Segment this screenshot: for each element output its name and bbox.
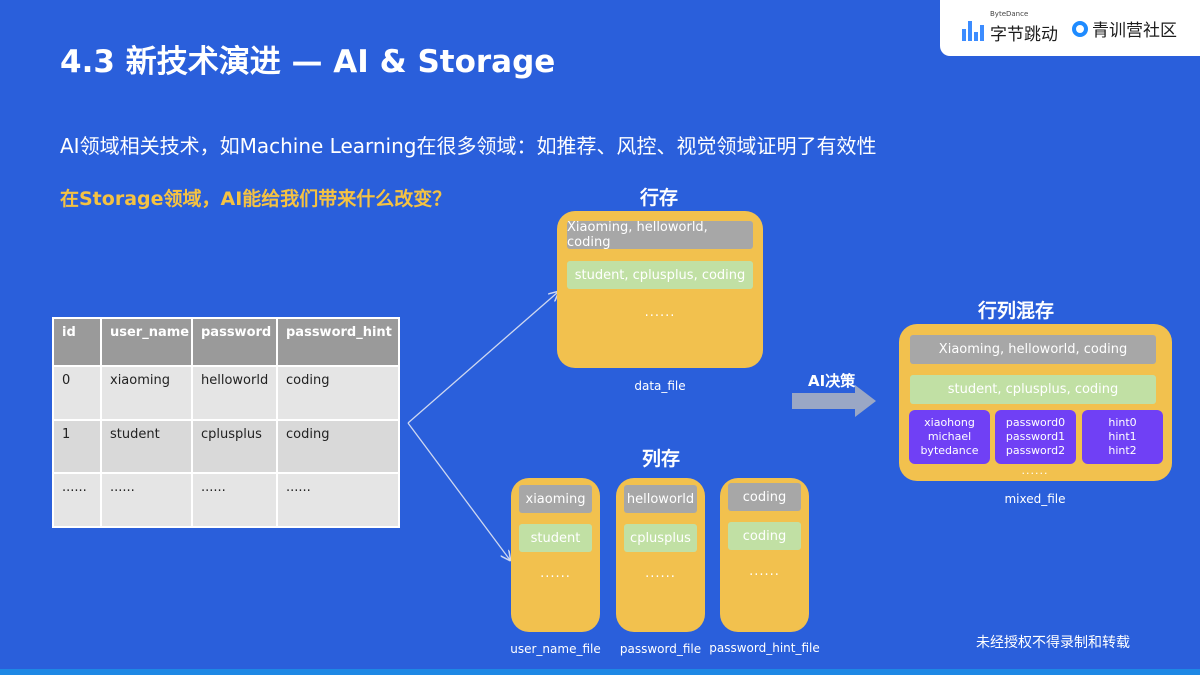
bytedance-logo: ByteDance 字节跳动 [962,10,1058,45]
column-user-name-ellipsis: ...... [540,566,571,581]
column-password-hint-ellipsis: ...... [749,564,780,579]
arrow-to-column-store [407,422,510,560]
row-store-row1: Xiaoming, helloworld, coding [567,220,753,250]
user-name-file-label: user_name_file [510,642,601,656]
video-progress-bar [0,669,1200,675]
table-cell: coding [276,365,400,421]
table-header-cell: password [191,317,278,367]
mixed-store-label: 行列混存 [978,300,1055,322]
mixed-hint-value: hint2 [1108,444,1137,457]
mixed-store-ellipsis: ...... [1021,464,1049,477]
row-store-row2: student, cplusplus, coding [567,261,753,289]
slide-title: 4.3 新技术演进 — AI & Storage [60,44,556,80]
table-cell: ...... [100,472,193,528]
user-table: id user_name password password_hint 0 xi… [52,317,400,528]
bytedance-bars-icon [962,19,984,41]
mixed-password-column: password0 password1 password2 [995,410,1076,464]
community-text: 青训营社区 [1092,21,1177,41]
table-cell: ...... [52,472,102,528]
mixed-store-row2: student, cplusplus, coding [910,375,1156,404]
arrow-to-row-store [407,292,558,424]
ai-decision-arrow-icon [792,385,876,417]
table-cell: student [100,418,193,475]
bytedance-small-text: ByteDance [990,10,1029,18]
table-header-cell: password_hint [276,317,400,367]
password-hint-file-label: password_hint_file [709,641,820,655]
community-logo: 青训营社区 [1072,16,1177,41]
mixed-user-value: bytedance [920,444,979,457]
mixed-user-column: xiaohong michael bytedance [909,410,990,464]
watermark-text: 未经授权不得录制和转载 [976,635,1130,651]
mixed-hint-column: hint0 hint1 hint2 [1082,410,1163,464]
mixed-hint-value: hint1 [1108,430,1137,443]
table-header-cell: user_name [100,317,193,367]
row-store-file-label: data_file [634,379,686,393]
mixed-store-row1: Xiaoming, helloworld, coding [910,335,1156,364]
column-store-label: 列存 [642,448,681,470]
table-cell: ...... [276,472,400,528]
mixed-password-value: password0 [1005,416,1066,429]
column-user-name-v1: xiaoming [519,485,592,513]
table-row: ...... ...... ...... ...... [52,472,400,528]
table-cell: coding [276,418,400,475]
column-password-hint-v1: coding [728,483,801,511]
table-cell: 0 [52,365,102,421]
mixed-user-value: xiaohong [924,416,975,429]
column-password-ellipsis: ...... [645,566,676,581]
mixed-user-value: michael [927,430,972,443]
subtitle-text: AI领域相关技术，如Machine Learning在很多领域：如推荐、风控、视… [60,134,877,158]
mixed-file-label: mixed_file [1004,492,1066,506]
community-circle-icon [1072,20,1088,37]
column-password-hint-v2: coding [728,522,801,550]
password-file-label: password_file [619,642,702,656]
question-text: 在Storage领域，AI能给我们带来什么改变？ [60,188,452,210]
row-store-ellipsis: ...... [644,305,676,320]
table-cell: helloworld [191,365,278,421]
table-header-cell: id [52,317,102,367]
bytedance-text: 字节跳动 [990,25,1058,45]
row-store-label: 行存 [640,187,679,209]
column-password-v1: helloworld [624,485,697,513]
table-cell: xiaoming [100,365,193,421]
table-header-row: id user_name password password_hint [52,317,400,367]
ai-decision-label: AI决策 [808,372,856,390]
column-user-name-v2: student [519,524,592,552]
mixed-hint-value: hint0 [1108,416,1137,429]
table-cell: 1 [52,418,102,475]
table-cell: cplusplus [191,418,278,475]
table-cell: ...... [191,472,278,528]
mixed-password-value: password2 [1005,444,1066,457]
mixed-password-value: password1 [1005,430,1066,443]
table-row: 0 xiaoming helloworld coding [52,365,400,421]
column-password-v2: cplusplus [624,524,697,552]
table-row: 1 student cplusplus coding [52,418,400,475]
